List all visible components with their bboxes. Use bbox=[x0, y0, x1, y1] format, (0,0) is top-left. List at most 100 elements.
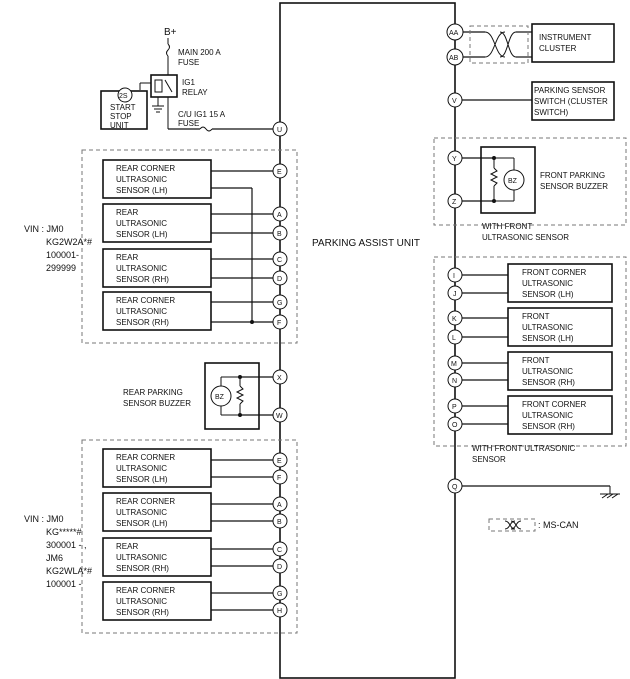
front-buzzer-symbol bbox=[503, 169, 525, 191]
svg-text:REAR: REAR bbox=[116, 253, 138, 262]
svg-text:PARKING SENSOR: PARKING SENSOR bbox=[534, 86, 606, 95]
svg-text:AB: AB bbox=[449, 55, 459, 62]
svg-text:ULTRASONIC: ULTRASONIC bbox=[116, 219, 167, 228]
svg-text:ULTRASONIC: ULTRASONIC bbox=[116, 175, 167, 184]
pin-a bbox=[272, 206, 288, 222]
pin-c bbox=[272, 251, 288, 267]
svg-text:REAR: REAR bbox=[116, 542, 138, 551]
svg-text:REAR CORNER: REAR CORNER bbox=[116, 586, 175, 595]
svg-text:C: C bbox=[277, 547, 282, 554]
pin-g-2 bbox=[272, 585, 288, 601]
svg-text:F: F bbox=[277, 475, 281, 482]
svg-text:SENSOR (RH): SENSOR (RH) bbox=[116, 318, 169, 327]
pin-j bbox=[447, 285, 463, 301]
front-buzzer-label-2: SENSOR BUZZER bbox=[540, 182, 608, 191]
rear-rh-sensor-box-2 bbox=[102, 537, 212, 577]
pin-z bbox=[447, 193, 463, 209]
front-corner-rh-sensor-box bbox=[507, 395, 613, 435]
svg-text:CLUSTER: CLUSTER bbox=[539, 44, 577, 53]
svg-text:L: L bbox=[452, 335, 456, 342]
svg-text:FRONT: FRONT bbox=[522, 356, 550, 365]
svg-text:INSTRUMENT: INSTRUMENT bbox=[539, 33, 592, 42]
svg-text:FRONT CORNER: FRONT CORNER bbox=[522, 400, 587, 409]
cu-fuse-label-2: FUSE bbox=[178, 119, 199, 128]
svg-text:SENSOR (RH): SENSOR (RH) bbox=[116, 275, 169, 284]
svg-text:REAR: REAR bbox=[116, 208, 138, 217]
pin-f-2 bbox=[272, 469, 288, 485]
left-group-2-vin-4: JM6 bbox=[46, 553, 63, 563]
left-group-2-vin-6: 100001 - bbox=[46, 579, 82, 589]
svg-text:REAR CORNER: REAR CORNER bbox=[116, 164, 175, 173]
pin-w bbox=[272, 407, 288, 423]
svg-text:SENSOR (LH): SENSOR (LH) bbox=[116, 519, 168, 528]
svg-text:ULTRASONIC: ULTRASONIC bbox=[116, 508, 167, 517]
pin-u bbox=[272, 121, 288, 137]
pin-b-2 bbox=[272, 513, 288, 529]
svg-text:STOP: STOP bbox=[110, 112, 132, 121]
pin-i bbox=[447, 267, 463, 283]
rear-corner-lh-sensor-box-3 bbox=[102, 492, 212, 532]
main-fuse-label-1: MAIN 200 A bbox=[178, 48, 221, 57]
left-group-1-vin-2: KG2W2A*# bbox=[46, 237, 92, 247]
parking-assist-unit-box bbox=[279, 2, 456, 679]
svg-text:SENSOR (RH): SENSOR (RH) bbox=[116, 608, 169, 617]
pin-d bbox=[272, 270, 288, 286]
svg-text:X: X bbox=[277, 375, 282, 382]
pin-f bbox=[272, 314, 288, 330]
pin-d-2 bbox=[272, 558, 288, 574]
svg-text:REAR CORNER: REAR CORNER bbox=[116, 296, 175, 305]
svg-text:SWITCH (CLUSTER: SWITCH (CLUSTER bbox=[534, 97, 608, 106]
left-group-2-vin-2: KG*****# bbox=[46, 527, 82, 537]
svg-text:D: D bbox=[277, 564, 282, 571]
svg-text:FRONT: FRONT bbox=[522, 312, 550, 321]
pin-m bbox=[447, 355, 463, 371]
svg-text:SENSOR (LH): SENSOR (LH) bbox=[522, 290, 574, 299]
svg-text:SENSOR (RH): SENSOR (RH) bbox=[522, 378, 575, 387]
svg-text:W: W bbox=[276, 413, 283, 420]
rear-buzzer-label-2: SENSOR BUZZER bbox=[123, 399, 191, 408]
svg-text:G: G bbox=[277, 300, 282, 307]
front-buzzer-frame bbox=[433, 137, 627, 226]
rear-corner-rh-sensor-box bbox=[102, 291, 212, 331]
front-sensors-note-2: SENSOR bbox=[472, 455, 506, 464]
svg-text:2S: 2S bbox=[119, 93, 128, 100]
svg-text:P: P bbox=[452, 404, 457, 411]
pin-c-2 bbox=[272, 541, 288, 557]
svg-text:BZ: BZ bbox=[508, 178, 518, 185]
front-buzzer-note-1: WITH FRONT bbox=[482, 222, 532, 231]
svg-text:ULTRASONIC: ULTRASONIC bbox=[116, 597, 167, 606]
svg-text:SENSOR (LH): SENSOR (LH) bbox=[522, 334, 574, 343]
svg-text:SENSOR (LH): SENSOR (LH) bbox=[116, 186, 168, 195]
svg-text:H: H bbox=[277, 608, 282, 615]
ms-can-legend-label: : MS-CAN bbox=[538, 520, 579, 530]
svg-text:Y: Y bbox=[452, 156, 457, 163]
svg-text:O: O bbox=[452, 422, 458, 429]
pin-l bbox=[447, 329, 463, 345]
start-stop-badge bbox=[117, 87, 133, 103]
svg-text:K: K bbox=[452, 316, 457, 323]
svg-text:SENSOR (LH): SENSOR (LH) bbox=[116, 475, 168, 484]
svg-text:E: E bbox=[277, 458, 282, 465]
parking-sensor-switch-box bbox=[531, 81, 615, 121]
left-group-1-vin-1: VIN : JM0 bbox=[24, 224, 64, 234]
pin-e bbox=[272, 163, 288, 179]
front-buzzer-note-2: ULTRASONIC SENSOR bbox=[482, 233, 569, 242]
left-group-1-vin-3: 100001- bbox=[46, 250, 79, 260]
svg-text:SWITCH): SWITCH) bbox=[534, 108, 569, 117]
svg-text:A: A bbox=[277, 212, 282, 219]
rear-lh-sensor-box bbox=[102, 203, 212, 243]
left-group-1-vin-4: 299999 bbox=[46, 263, 76, 273]
svg-text:ULTRASONIC: ULTRASONIC bbox=[522, 367, 573, 376]
svg-text:B: B bbox=[277, 231, 282, 238]
svg-text:Z: Z bbox=[452, 199, 457, 206]
rear-corner-rh-sensor-box-2 bbox=[102, 581, 212, 621]
svg-text:U: U bbox=[277, 127, 282, 134]
svg-text:FRONT CORNER: FRONT CORNER bbox=[522, 268, 587, 277]
svg-text:UNIT: UNIT bbox=[110, 121, 129, 130]
ms-can-legend-shield bbox=[488, 518, 536, 532]
svg-text:ULTRASONIC: ULTRASONIC bbox=[522, 323, 573, 332]
instrument-cluster-box bbox=[531, 23, 615, 63]
svg-text:REAR CORNER: REAR CORNER bbox=[116, 497, 175, 506]
svg-text:REAR CORNER: REAR CORNER bbox=[116, 453, 175, 462]
